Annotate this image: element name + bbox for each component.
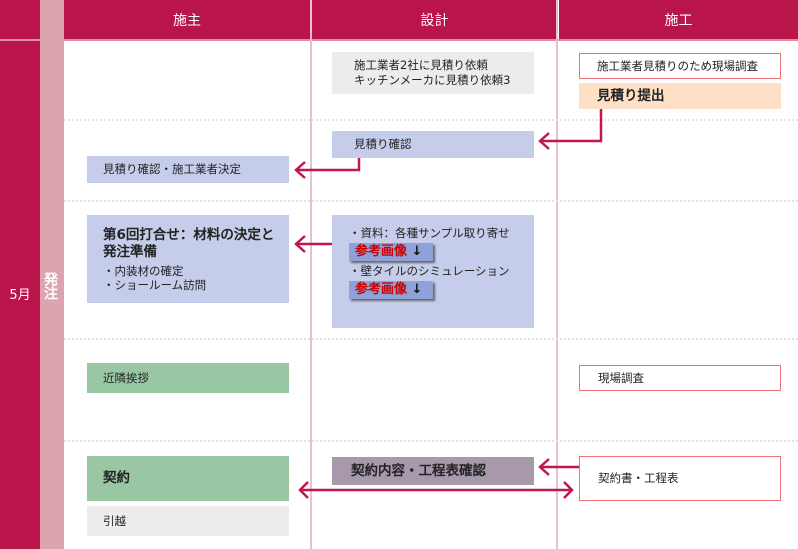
owner-greeting-box: 近隣挨拶	[87, 363, 289, 393]
meeting-item: ・ショールーム訪問	[103, 278, 207, 292]
materials-item: ・壁タイルのシミュレーション	[349, 264, 510, 278]
meeting-title: 第6回打合せ：材料の決定と発注準備	[103, 227, 275, 260]
arrow-contract-both	[298, 481, 574, 499]
header-design: 設計	[312, 0, 557, 39]
text: 引越	[103, 513, 126, 528]
text: キッチンメーカに見積り依頼3	[354, 73, 511, 87]
text: 契約内容・工程表確認	[351, 462, 486, 479]
month-column	[0, 0, 40, 549]
button-label: 参考画像	[355, 282, 408, 297]
build-contract-docs-box: 契約書・工程表	[579, 456, 781, 501]
build-estimate-box: 見積り提出	[579, 83, 781, 109]
build-survey-box: 施工業者見積りのため現場調査	[579, 53, 781, 79]
text: 近隣挨拶	[103, 370, 149, 385]
button-label: 参考画像	[355, 244, 408, 259]
meeting-item: ・内装材の確定	[103, 264, 184, 278]
text: 契約	[103, 470, 130, 486]
design-request-box: 施工業者2社に見積り依頼 キッチンメーカに見積り依頼3	[332, 52, 534, 94]
design-contract-check-box: 契約内容・工程表確認	[332, 457, 534, 485]
owner-decision-box: 見積り確認・施工業者決定	[87, 156, 289, 183]
header-line-left	[0, 39, 40, 41]
row-sep	[64, 119, 798, 121]
row-sep	[64, 338, 798, 340]
arrow-build-to-design	[538, 458, 579, 476]
text: 施工業者見積りのため現場調査	[597, 58, 758, 73]
text: 見積り提出	[597, 87, 665, 104]
divider-1	[310, 0, 312, 549]
phase-label: 発注	[42, 272, 58, 300]
row-sep	[64, 440, 798, 442]
text: 契約書・工程表	[598, 471, 679, 485]
down-arrow-icon: ↓	[411, 282, 423, 297]
header-owner: 施主	[64, 0, 310, 39]
phase-column	[40, 0, 64, 549]
design-estimate-check-box: 見積り確認	[332, 131, 534, 158]
arrow-design-to-owner	[294, 158, 361, 179]
text: 見積り確認	[354, 137, 412, 151]
reference-image-button[interactable]: 参考画像 ↓	[349, 281, 433, 299]
arrow-estimate-to-design	[538, 109, 603, 150]
text: 施工業者2社に見積り依頼	[354, 58, 488, 72]
row-sep	[64, 200, 798, 202]
header-build: 施工	[559, 0, 798, 39]
owner-moving-box: 引越	[87, 506, 289, 536]
month-label: 5月	[9, 288, 31, 303]
owner-contract-box: 契約	[87, 456, 289, 501]
arrow-materials-to-owner	[294, 235, 332, 253]
text: 見積り確認・施工業者決定	[103, 162, 241, 176]
divider-2	[556, 0, 558, 549]
build-site-survey-box: 現場調査	[579, 365, 781, 391]
header-bottom-line	[64, 39, 798, 41]
text: 現場調査	[598, 370, 644, 385]
materials-item: ・資料：各種サンプル取り寄せ	[349, 226, 510, 240]
down-arrow-icon: ↓	[411, 244, 423, 259]
design-materials-box: ・資料：各種サンプル取り寄せ 参考画像 ↓ ・壁タイルのシミュレーション 参考画…	[332, 215, 534, 328]
owner-meeting-box: 第6回打合せ：材料の決定と発注準備 ・内装材の確定 ・ショールーム訪問	[87, 215, 289, 303]
reference-image-button[interactable]: 参考画像 ↓	[349, 243, 433, 261]
